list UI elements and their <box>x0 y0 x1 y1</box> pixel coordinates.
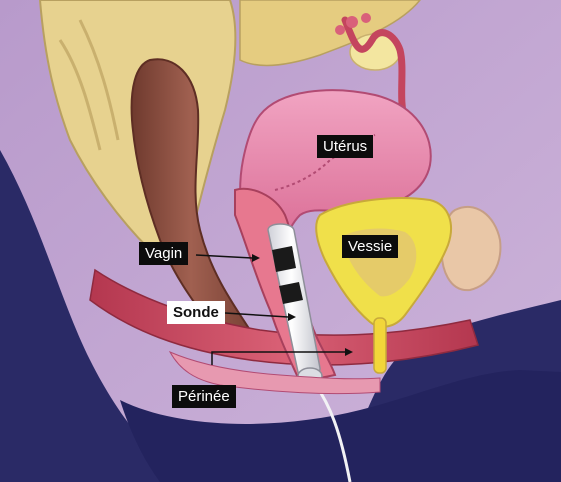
label-vagina: Vagin <box>139 242 188 265</box>
label-perineum: Périnée <box>172 385 236 408</box>
urethra <box>374 318 386 373</box>
label-probe: Sonde <box>167 301 225 324</box>
label-bladder: Vessie <box>342 235 398 258</box>
label-uterus: Utérus <box>317 135 373 158</box>
